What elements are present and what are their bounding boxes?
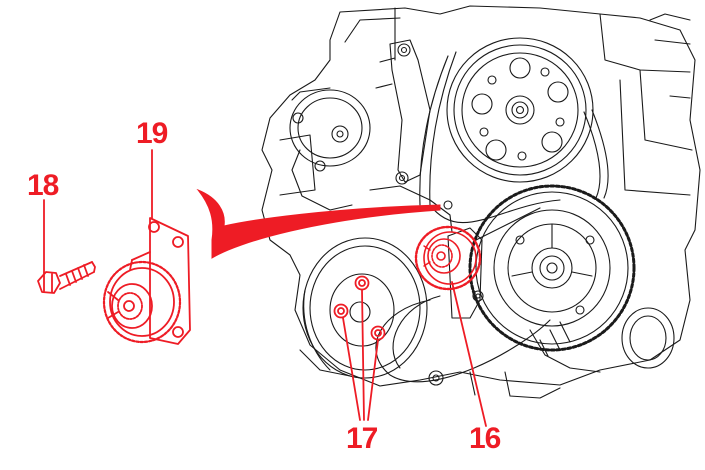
tensioner-pulley-16 <box>414 225 482 291</box>
leader-17c <box>367 339 379 421</box>
engine-block-outline <box>261 5 701 399</box>
callout-18: 18 <box>27 169 59 202</box>
callout-19: 19 <box>136 117 168 150</box>
crankshaft-gear <box>468 184 636 352</box>
accessory-housing <box>289 89 371 211</box>
callout-17: 17 <box>346 422 378 455</box>
installation-arrow <box>196 188 441 259</box>
tensioner-assembly-19 <box>102 217 191 345</box>
leader-17a <box>342 317 361 421</box>
leader-17b <box>361 289 365 421</box>
water-pump-pulley <box>302 237 428 379</box>
pump-bolt-left <box>333 303 349 319</box>
mounting-bolt-18 <box>37 261 96 294</box>
leader-16 <box>451 281 487 427</box>
callout-16: 16 <box>469 422 501 455</box>
camshaft-pulley <box>446 37 594 183</box>
leader-lines <box>43 149 487 427</box>
drive-belt <box>375 51 609 383</box>
engine-tensioner-mount <box>447 227 484 319</box>
pump-bolt-top <box>354 275 370 291</box>
tensioner-bracket <box>369 39 453 233</box>
lower-accessory <box>428 307 675 386</box>
